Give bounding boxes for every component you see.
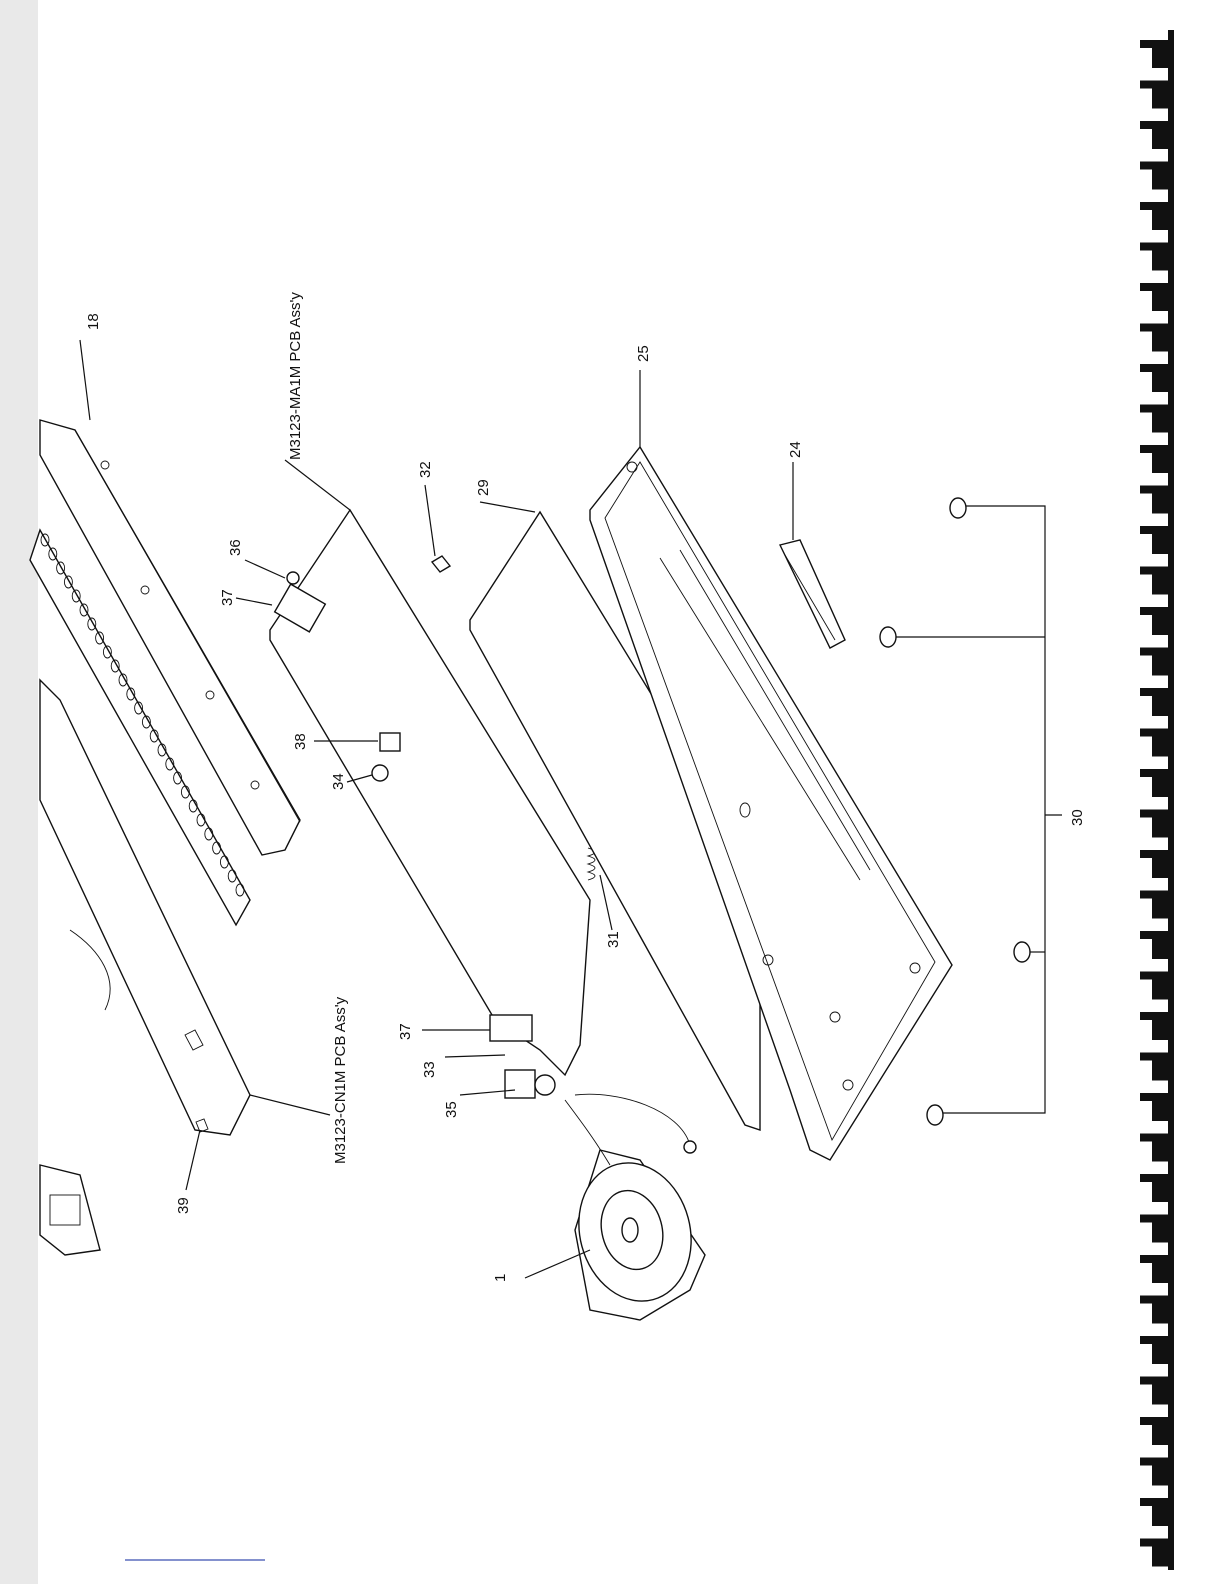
- speaker-1: [564, 1094, 706, 1320]
- callout-24: 24: [787, 441, 804, 458]
- binding-tooth: [1140, 1093, 1168, 1121]
- binding-tooth: [1140, 1255, 1168, 1283]
- binding-tooth: [1140, 40, 1168, 68]
- binding-comb: [1140, 30, 1174, 1570]
- callout-30: 30: [1069, 809, 1086, 826]
- callout-39: 39: [175, 1197, 192, 1214]
- binding-tooth: [1140, 283, 1168, 311]
- binding-tooth: [1140, 891, 1168, 919]
- callout-35: 35: [443, 1101, 460, 1118]
- binding-tooth: [1140, 1458, 1168, 1486]
- binding-tooth: [1140, 1377, 1168, 1405]
- callout-32: 32: [417, 461, 434, 478]
- binding-tooth: [1140, 607, 1168, 635]
- binding-tooth: [1140, 769, 1168, 797]
- binding-tooth: [1140, 526, 1168, 554]
- binding-tooth: [1140, 445, 1168, 473]
- callout-31: 31: [605, 931, 622, 948]
- bracket-part: [40, 1165, 100, 1255]
- binding-tooth: [1140, 972, 1168, 1000]
- callout-37-upper: 37: [219, 589, 236, 606]
- assembly-label-ma1m: M3123-MA1M PCB Ass'y: [287, 292, 304, 460]
- callout-38: 38: [292, 733, 309, 750]
- binding-tooth: [1140, 243, 1168, 271]
- binding-tooth: [1140, 364, 1168, 392]
- binding-tooth: [1140, 1539, 1168, 1567]
- callout-37-lower: 37: [397, 1023, 414, 1040]
- binding-tooth: [1140, 1417, 1168, 1445]
- binding-tooth: [1140, 931, 1168, 959]
- binding-tooth: [1140, 121, 1168, 149]
- binding-tooth: [1140, 1296, 1168, 1324]
- binding-spine: [1168, 30, 1174, 1570]
- battery-terminal-24: [780, 540, 845, 648]
- callout-1: 1: [492, 1274, 509, 1282]
- binding-tooth: [1140, 688, 1168, 716]
- binding-tooth: [1140, 567, 1168, 595]
- callout-36: 36: [227, 539, 244, 556]
- binding-tooth: [1140, 648, 1168, 676]
- binding-tooth: [1140, 1215, 1168, 1243]
- binding-tooth: [1140, 810, 1168, 838]
- binding-tooth: [1140, 81, 1168, 109]
- callout-34: 34: [330, 773, 347, 790]
- binding-tooth: [1140, 1012, 1168, 1040]
- callout-18: 18: [85, 313, 102, 330]
- binding-tooth: [1140, 729, 1168, 757]
- binding-tooth: [1140, 405, 1168, 433]
- callout-29: 29: [475, 479, 492, 496]
- callout-25: 25: [635, 345, 652, 362]
- binding-tooth: [1140, 162, 1168, 190]
- binding-tooth: [1140, 1134, 1168, 1162]
- page-left-edge: [0, 0, 38, 1584]
- binding-tooth: [1140, 1498, 1168, 1526]
- callout-33: 33: [421, 1061, 438, 1078]
- binding-tooth: [1140, 850, 1168, 878]
- binding-tooth: [1140, 486, 1168, 514]
- binding-tooth: [1140, 202, 1168, 230]
- assembly-label-cn1m: M3123-CN1M PCB Ass'y: [332, 996, 349, 1164]
- binding-tooth: [1140, 1053, 1168, 1081]
- binding-tooth: [1140, 324, 1168, 352]
- binding-tooth: [1140, 1336, 1168, 1364]
- binding-tooth: [1140, 1174, 1168, 1202]
